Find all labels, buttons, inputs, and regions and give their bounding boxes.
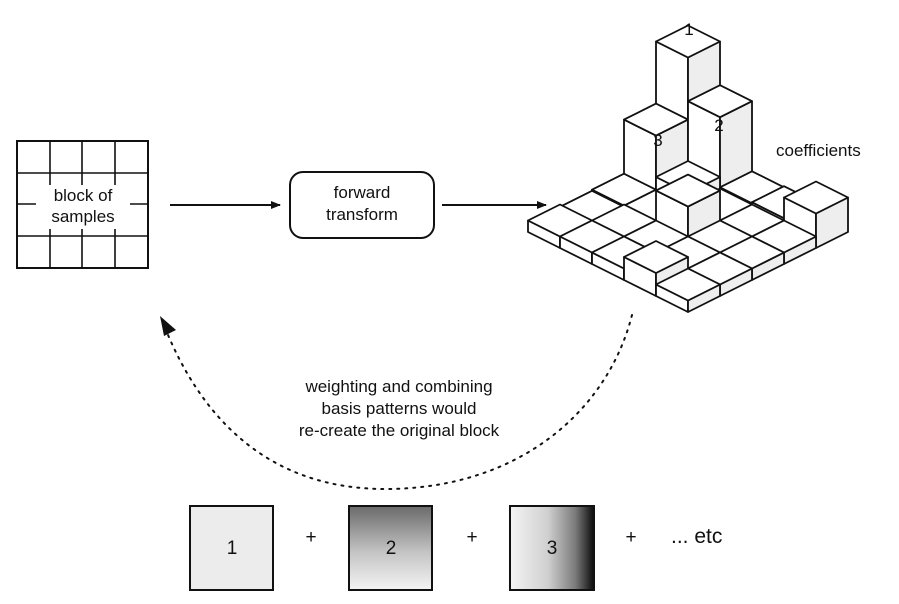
plus-sign-1: + xyxy=(305,527,316,548)
forward-transform-box: forward transform xyxy=(289,171,435,239)
sample-label-backdrop xyxy=(36,185,130,229)
etc-label: ... etc xyxy=(671,525,722,548)
basis-pattern-1 xyxy=(189,505,274,591)
recombine-line2: basis patterns would xyxy=(322,399,477,418)
recombine-dotted-arrow xyxy=(161,314,633,491)
coefficient-bar-face xyxy=(655,173,721,208)
recombine-line1: weighting and combining xyxy=(304,377,492,396)
basis-patterns-row: 1 + 2 + 3 + ... etc xyxy=(189,505,722,591)
plus-sign-2: + xyxy=(466,527,477,548)
tower-label-1: 1 xyxy=(684,20,693,39)
coefficient-bar-face xyxy=(687,84,753,119)
coefficient-bar-face xyxy=(783,180,849,215)
recombine-line3: re-create the original block xyxy=(299,421,500,440)
recombine-note: weighting and combining basis patterns w… xyxy=(299,377,500,440)
tower-label-2: 2 xyxy=(714,116,723,135)
basis-pattern-2 xyxy=(348,505,433,591)
coefficients-label: coefficients xyxy=(776,141,861,160)
transform-label-line2: transform xyxy=(326,205,398,224)
coefficient-bar-face xyxy=(655,24,721,59)
coefficient-bar-face xyxy=(623,240,689,274)
recombine-arrowhead xyxy=(160,316,176,336)
basis-pattern-2-label: 2 xyxy=(386,538,397,559)
sample-label-line2: samples xyxy=(51,207,114,226)
sample-block: block of samples xyxy=(16,140,149,269)
tower-label-3: 3 xyxy=(653,131,662,150)
plus-sign-3: + xyxy=(625,527,636,548)
basis-pattern-3-label: 3 xyxy=(547,538,558,559)
basis-pattern-3 xyxy=(509,505,595,591)
transform-frame xyxy=(289,171,435,239)
basis-pattern-1-label: 1 xyxy=(227,538,238,559)
coefficient-bar-plot xyxy=(527,24,849,313)
coefficient-bar-face xyxy=(655,267,721,302)
sample-label-line1: block of xyxy=(54,186,113,205)
transform-label-line1: forward xyxy=(334,183,391,202)
coefficient-bar xyxy=(655,267,721,313)
coefficient-bar-face xyxy=(623,102,689,137)
